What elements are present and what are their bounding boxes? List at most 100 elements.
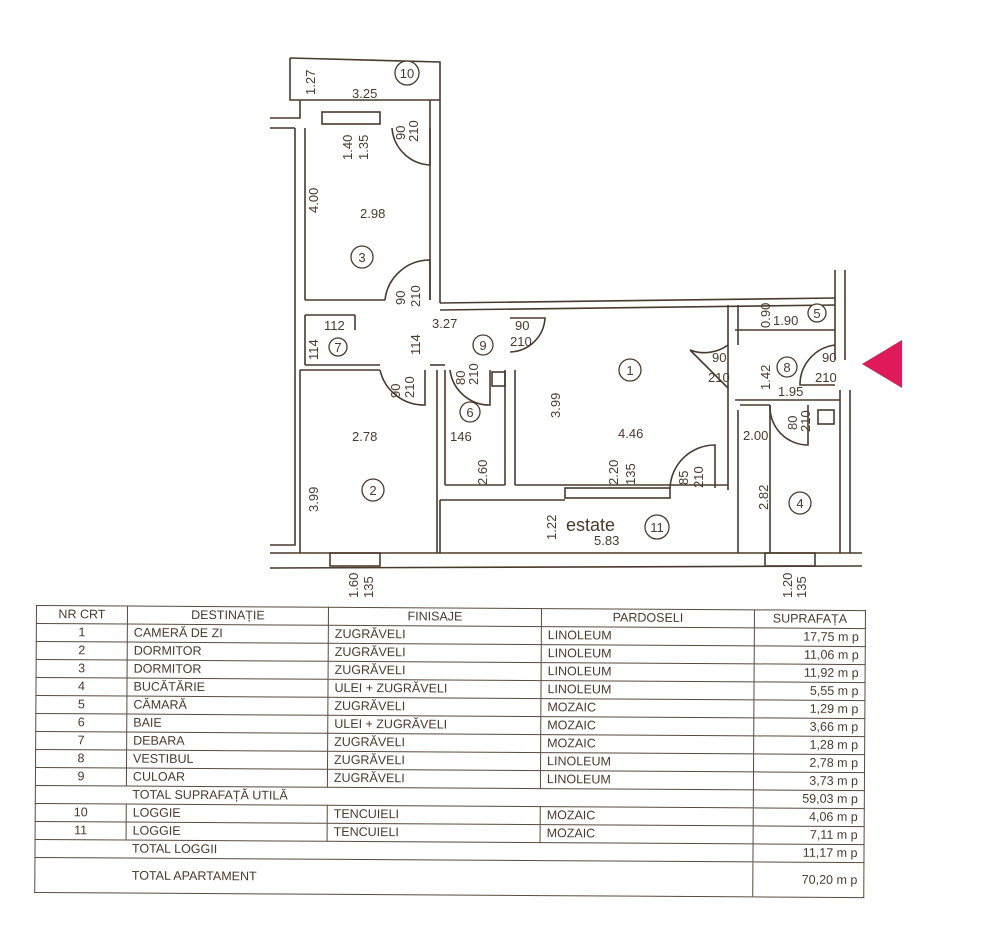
total-apartament-value: 70,20 m p <box>752 861 864 898</box>
header-finisaje: FINISAJE <box>328 607 542 627</box>
cell-nr: 3 <box>36 659 128 679</box>
cell-suprafata: 2,78 m p <box>753 753 865 773</box>
cell-suprafata: 11,92 m p <box>754 663 866 683</box>
cell-pardoseli: LINOLEUM <box>540 680 755 700</box>
cell-nr: 1 <box>36 623 128 643</box>
svg-text:2.00: 2.00 <box>743 428 768 443</box>
svg-text:210: 210 <box>466 363 481 385</box>
cell-finisaje: ULEI + ZUGRĂVELI <box>327 679 542 699</box>
walls <box>269 57 863 569</box>
room-number-11: 11 <box>644 514 670 540</box>
svg-text:2.20: 2.20 <box>606 460 621 485</box>
room-number-8: 8 <box>776 356 798 378</box>
cell-finisaje: ZUGRĂVELI <box>327 751 541 771</box>
cell-destinatie: DORMITOR <box>127 660 329 680</box>
cell-pardoseli: LINOLEUM <box>540 770 754 790</box>
cell-suprafata: 5,55 m p <box>753 681 866 701</box>
svg-text:1.22: 1.22 <box>544 515 559 540</box>
total-util-value: 59,03 m p <box>753 789 865 809</box>
svg-text:3.99: 3.99 <box>548 393 563 418</box>
cell-finisaje: TENCUIELI <box>327 805 541 825</box>
cell-pardoseli: LINOLEUM <box>541 626 755 646</box>
svg-text:210: 210 <box>402 376 417 398</box>
cell-destinatie: CULOAR <box>126 768 328 788</box>
svg-text:135: 135 <box>623 463 638 485</box>
svg-text:4.00: 4.00 <box>306 188 321 213</box>
total-loggii-value: 11,17 m p <box>752 843 865 863</box>
svg-text:9: 9 <box>479 338 486 353</box>
svg-text:1.20: 1.20 <box>780 573 795 598</box>
location-marker-icon <box>862 340 902 388</box>
cell-destinatie: LOGGIE <box>126 804 328 824</box>
cell-destinatie: BUCĂTĂRIE <box>126 678 329 698</box>
room-number-4: 4 <box>788 491 812 515</box>
cell-pardoseli: MOZAIC <box>540 716 754 736</box>
cell-suprafata: 3,66 m p <box>753 717 865 737</box>
cell-finisaje: ZUGRĂVELI <box>327 733 541 753</box>
cell-suprafata: 1,28 m p <box>753 735 865 755</box>
svg-text:3: 3 <box>358 250 365 265</box>
rooms-table: NR CRT DESTINAȚIE FINISAJE PARDOSELI SUP… <box>34 605 866 898</box>
cell-suprafata: 4,06 m p <box>753 807 865 827</box>
cell-destinatie: LOGGIE <box>126 822 328 842</box>
cell-nr: 4 <box>35 677 128 697</box>
room-number-3: 3 <box>350 245 374 269</box>
svg-text:0.90: 0.90 <box>758 303 773 328</box>
svg-text:90: 90 <box>822 350 836 365</box>
table-row-total-apartament: TOTAL APARTAMENT 70,20 m p <box>34 857 864 898</box>
cell-pardoseli: LINOLEUM <box>540 752 754 772</box>
svg-text:210: 210 <box>406 120 421 142</box>
cell-pardoseli: MOZAIC <box>540 806 754 826</box>
cell-nr: 8 <box>35 749 127 769</box>
header-suprafata: SUPRAFAȚA <box>754 609 866 629</box>
cell-pardoseli: MOZAIC <box>540 698 754 718</box>
cell-nr: 10 <box>35 803 127 823</box>
svg-text:4: 4 <box>796 496 803 511</box>
cell-suprafata: 7,11 m p <box>753 825 865 845</box>
total-apartament-label: TOTAL APARTAMENT <box>125 858 753 897</box>
room-number-9: 9 <box>472 334 494 356</box>
svg-text:7: 7 <box>334 340 341 355</box>
floor-plan: 1 2 3 4 5 6 7 8 9 10 11 3.25 1.27 1.40 1… <box>269 57 863 598</box>
cell-finisaje: ZUGRĂVELI <box>328 625 542 645</box>
cell-nr: 2 <box>36 641 128 661</box>
room-number-10: 10 <box>394 60 420 86</box>
svg-text:1.90: 1.90 <box>773 313 798 328</box>
svg-text:8: 8 <box>783 360 790 375</box>
cell-nr: 5 <box>35 695 127 715</box>
cell-nr: 6 <box>35 713 127 733</box>
svg-text:210: 210 <box>815 370 837 385</box>
svg-text:1: 1 <box>626 363 633 378</box>
room-number-5: 5 <box>807 303 827 323</box>
cell-nr: 11 <box>35 821 127 841</box>
room-number-2: 2 <box>361 478 385 502</box>
cell-finisaje: ZUGRĂVELI <box>327 769 541 789</box>
cell-suprafata: 3,73 m p <box>753 771 865 791</box>
svg-text:2.78: 2.78 <box>352 429 377 444</box>
svg-text:210: 210 <box>691 466 706 488</box>
cell-suprafata: 11,06 m p <box>754 645 866 665</box>
svg-text:210: 210 <box>510 334 532 349</box>
cell-destinatie: VESTIBUL <box>126 750 328 770</box>
svg-text:90: 90 <box>393 291 408 305</box>
cell-nr: 9 <box>35 767 127 787</box>
svg-text:114: 114 <box>306 339 321 360</box>
header-pardoseli: PARDOSELI <box>541 608 755 628</box>
cell-suprafata: 1,29 m p <box>753 699 865 719</box>
watermark-logo: estate <box>566 515 615 535</box>
cell-finisaje: TENCUIELI <box>327 823 541 843</box>
cell-suprafata: 17,75 m p <box>754 627 866 647</box>
svg-text:114: 114 <box>408 334 423 355</box>
svg-text:1.27: 1.27 <box>303 70 318 95</box>
room-number-6: 6 <box>459 401 481 423</box>
svg-text:3.99: 3.99 <box>306 487 321 512</box>
svg-text:1.95: 1.95 <box>778 384 803 399</box>
cell-destinatie: CĂMARĂ <box>126 696 328 716</box>
svg-text:80: 80 <box>785 416 800 430</box>
header-nr: NR CRT <box>36 605 128 625</box>
svg-text:2.60: 2.60 <box>475 460 490 485</box>
svg-text:5: 5 <box>813 306 820 321</box>
svg-text:3.25: 3.25 <box>352 86 377 101</box>
svg-text:80: 80 <box>453 371 468 385</box>
svg-text:4.46: 4.46 <box>618 426 643 441</box>
